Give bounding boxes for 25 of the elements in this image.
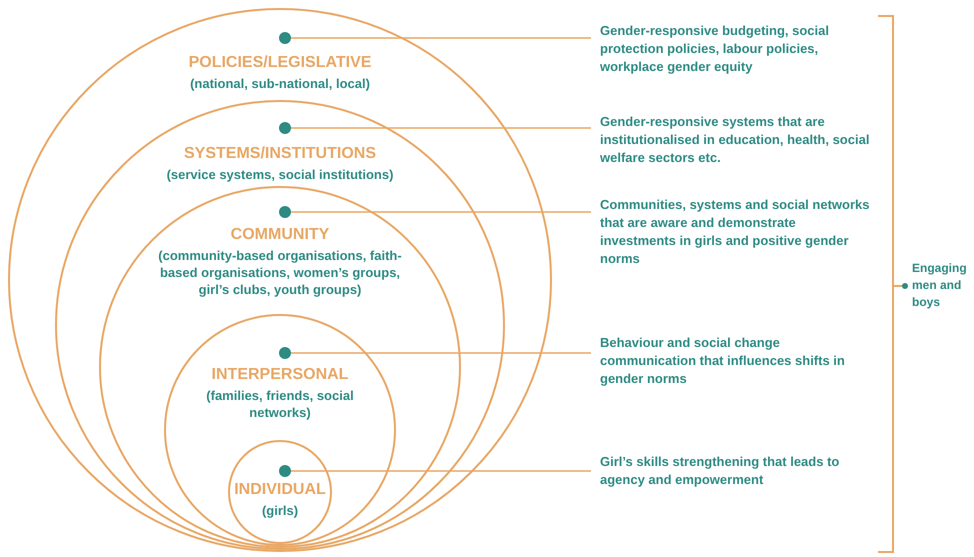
side-label: Engaging men and boys (912, 260, 968, 311)
level-title: POLICIES/LEGISLATIVE (188, 54, 372, 72)
leader-line (279, 32, 591, 44)
level-circle (99, 186, 461, 548)
level-title: INTERPERSONAL (212, 366, 348, 384)
level-circle (55, 100, 505, 550)
level-circle (164, 314, 396, 546)
level-circle (228, 440, 332, 544)
level-title: SYSTEMS/INSTITUTIONS (184, 145, 376, 163)
outcome-text: Gender-responsive budgeting, social protection policies, labour policies, workplace gender equity (600, 22, 875, 76)
outcome-text: Communities, systems and social networks that are aware and demonstrate investments in girls and positive gender norms (600, 196, 875, 268)
level-circle (8, 8, 552, 552)
level-examples: (families, friends, social networks) (205, 387, 355, 421)
outcome-text: Behaviour and social change communication that influences shifts in gender norms (600, 334, 875, 388)
leader-line (279, 122, 591, 134)
outcome-text: Gender-responsive systems that are institutionalised in education, health, social welfare sectors etc. (600, 113, 875, 167)
level-examples: (service systems, social institutions) (166, 166, 394, 183)
level-title: INDIVIDUAL (234, 481, 326, 499)
level-examples: (national, sub-national, local) (189, 75, 371, 92)
level-examples: (community-based organisations, faith-based organisations, women’s groups, girl’s clubs, youth groups) (157, 247, 403, 298)
leader-line (279, 347, 591, 359)
level-examples: (girls) (260, 502, 300, 519)
outcome-text: Girl’s skills strengthening that leads to agency and empowerment (600, 453, 875, 489)
leader-line (279, 206, 591, 218)
level-title: COMMUNITY (230, 226, 330, 244)
